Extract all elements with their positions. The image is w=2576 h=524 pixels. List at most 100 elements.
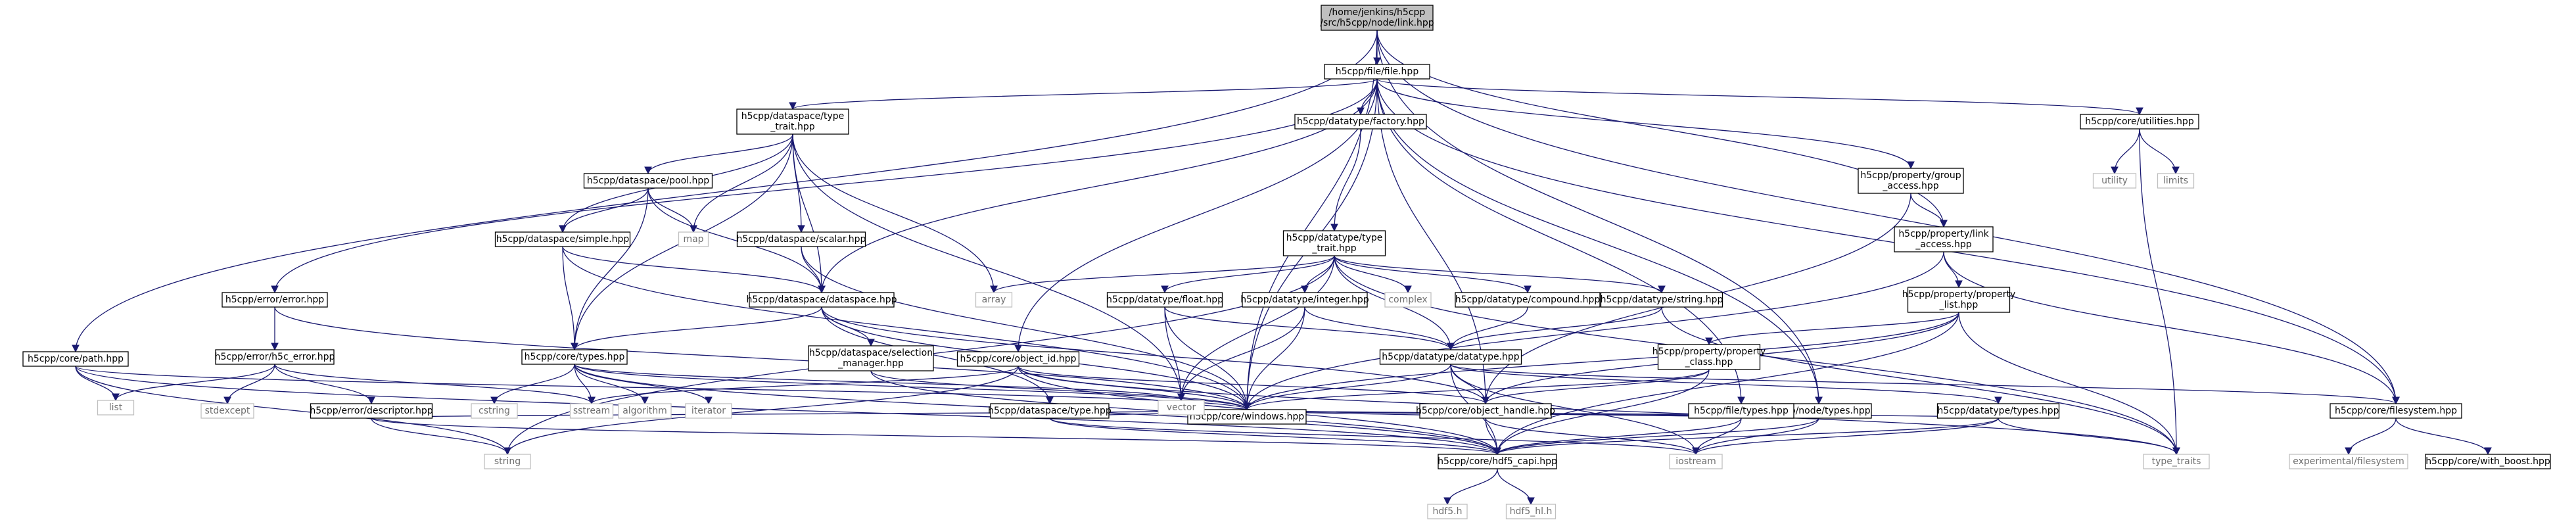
node-label: h5cpp/datatype/compound.hpp bbox=[1455, 295, 1601, 305]
node-path[interactable]: h5cpp/core/path.hpp bbox=[22, 351, 129, 367]
node-label: h5cpp/datatype/factory.hpp bbox=[1297, 116, 1424, 127]
node-label: h5cpp/dataspace/selection bbox=[809, 348, 933, 358]
edge-dataspace-to-dstype bbox=[821, 306, 1054, 405]
node-h5cerror[interactable]: h5cpp/error/h5c_error.hpp bbox=[215, 349, 335, 365]
edge-dstypetrait-to-array bbox=[792, 133, 998, 294]
node-simple[interactable]: h5cpp/dataspace/simple.hpp bbox=[494, 231, 631, 247]
node-box bbox=[1858, 168, 1964, 194]
edge-link-to-windows bbox=[1243, 30, 1378, 411]
node-dstype[interactable]: h5cpp/dataspace/type.hpp bbox=[988, 403, 1112, 419]
node-box bbox=[1455, 292, 1601, 308]
node-label: iterator bbox=[691, 406, 726, 416]
edge-filetypes-to-hdf5capi bbox=[1493, 417, 1742, 456]
node-objectid[interactable]: h5cpp/core/object_id.hpp bbox=[956, 351, 1080, 367]
node-objecthandle[interactable]: h5cpp/core/object_handle.hpp bbox=[1416, 403, 1555, 419]
node-label: h5cpp/core/windows.hpp bbox=[1190, 412, 1305, 422]
node-stdexcept: stdexcept bbox=[200, 403, 254, 419]
node-label: h5cpp/core/types.hpp bbox=[525, 352, 625, 362]
node-label: h5cpp/datatype/datatype.hpp bbox=[1382, 352, 1520, 362]
node-experimental: experimental/filesystem bbox=[2289, 454, 2408, 469]
node-coretypes[interactable]: h5cpp/core/types.hpp bbox=[521, 349, 628, 365]
node-integer[interactable]: h5cpp/datatype/integer.hpp bbox=[1240, 292, 1369, 308]
edge-simple-to-windows bbox=[562, 246, 1251, 411]
edge-objectid-to-objecthandle bbox=[1018, 366, 1489, 405]
edge-dstype-to-hdf5capi bbox=[1049, 417, 1501, 456]
node-box bbox=[685, 403, 732, 419]
node-compound[interactable]: h5cpp/datatype/compound.hpp bbox=[1455, 292, 1601, 308]
node-filesystem[interactable]: h5cpp/core/filesystem.hpp bbox=[2330, 403, 2462, 419]
node-dtfactory[interactable]: h5cpp/datatype/factory.hpp bbox=[1294, 114, 1427, 130]
node-windows[interactable]: h5cpp/core/windows.hpp bbox=[1187, 409, 1307, 425]
node-pool[interactable]: h5cpp/dataspace/pool.hpp bbox=[583, 173, 713, 189]
edge-path-to-windows bbox=[75, 366, 1251, 411]
node-datatype[interactable]: h5cpp/datatype/datatype.hpp bbox=[1379, 349, 1522, 365]
edge-dttypetrait-to-array bbox=[990, 255, 1335, 294]
node-linkaccess[interactable]: h5cpp/property/link_access.hpp bbox=[1894, 226, 1994, 252]
edge-dttypes-to-hdf5capi bbox=[1493, 417, 1999, 456]
node-file[interactable]: h5cpp/file/file.hpp bbox=[1324, 64, 1430, 80]
node-label: h5cpp/property/property bbox=[1902, 289, 2016, 300]
edge-integer-to-datatype bbox=[1304, 306, 1455, 351]
edge-coretypes-to-vector bbox=[574, 364, 1185, 402]
node-label: h5cpp/core/path.hpp bbox=[28, 354, 124, 364]
node-dttypetrait[interactable]: h5cpp/datatype/type_trait.hpp bbox=[1282, 230, 1386, 256]
edge-dttypetrait-to-vector bbox=[1177, 255, 1335, 402]
node-label: h5cpp/datatype/integer.hpp bbox=[1240, 295, 1369, 305]
edge-linkaccess-to-windows bbox=[1243, 251, 1944, 411]
node-dataspace[interactable]: h5cpp/dataspace/dataspace.hpp bbox=[747, 292, 897, 308]
edge-dataspace-to-objecthandle bbox=[821, 306, 1489, 405]
node-dtstring[interactable]: h5cpp/datatype/string.hpp bbox=[1601, 292, 1723, 308]
edge-errorhpp-to-windows bbox=[274, 306, 1251, 411]
node-label: utility bbox=[2101, 176, 2128, 186]
node-withboost[interactable]: h5cpp/core/with_boost.hpp bbox=[2425, 454, 2551, 469]
edge-h5cerror-to-sstream bbox=[274, 364, 596, 405]
edge-dstypetrait-to-dataspace bbox=[792, 133, 826, 294]
node-array: array bbox=[975, 292, 1013, 308]
edge-h5cerror-to-list bbox=[112, 364, 275, 402]
node-filetypes[interactable]: h5cpp/file/types.hpp bbox=[1688, 403, 1794, 419]
node-descriptor[interactable]: h5cpp/error/descriptor.hpp bbox=[310, 403, 433, 419]
edge-filetypes-to-iostream bbox=[1692, 417, 1742, 456]
node-groupaccess[interactable]: h5cpp/property/group_access.hpp bbox=[1858, 168, 1964, 194]
node-box bbox=[1294, 114, 1427, 130]
node-label: h5cpp/error/h5c_error.hpp bbox=[215, 352, 335, 362]
node-dttypes[interactable]: h5cpp/datatype/types.hpp bbox=[1936, 403, 2060, 419]
node-label: string bbox=[494, 456, 521, 467]
node-iterator: iterator bbox=[685, 403, 732, 419]
edge-utilities-to-typetraits bbox=[2139, 128, 2180, 456]
node-selection[interactable]: h5cpp/dataspace/selection_manager.hpp bbox=[808, 345, 934, 371]
edge-groupaccess-to-linkaccess bbox=[1910, 193, 1948, 228]
node-label: h5cpp/core/hdf5_capi.hpp bbox=[1438, 456, 1557, 467]
node-errorhpp[interactable]: h5cpp/error/error.hpp bbox=[222, 292, 328, 308]
edge-descriptor-to-hdf5capi bbox=[371, 417, 1501, 456]
node-box bbox=[2425, 454, 2551, 469]
node-utility: utility bbox=[2092, 173, 2137, 189]
edge-link-to-nodetypes bbox=[1376, 30, 1823, 405]
node-utilities[interactable]: h5cpp/core/utilities.hpp bbox=[2080, 114, 2199, 130]
node-scalar[interactable]: h5cpp/dataspace/scalar.hpp bbox=[737, 231, 866, 247]
node-label: h5cpp/dataspace/type bbox=[741, 111, 845, 122]
node-proplist[interactable]: h5cpp/property/property_list.hpp bbox=[1902, 287, 2016, 313]
node-label: h5cpp/core/utilities.hpp bbox=[2085, 116, 2194, 127]
node-propclass[interactable]: h5cpp/property/property_class.hpp bbox=[1652, 344, 1766, 370]
node-float[interactable]: h5cpp/datatype/float.hpp bbox=[1106, 292, 1223, 308]
edge-dttypetrait-to-complex bbox=[1334, 255, 1412, 294]
edge-float-to-windows bbox=[1164, 306, 1251, 411]
node-box bbox=[1688, 403, 1794, 419]
node-link: /home/jenkins/h5cpp/src/h5cpp/node/link.… bbox=[1320, 5, 1434, 31]
node-label: vector bbox=[1167, 402, 1196, 413]
node-hdf5capi[interactable]: h5cpp/core/hdf5_capi.hpp bbox=[1438, 454, 1557, 469]
node-map: map bbox=[678, 231, 709, 247]
node-limits: limits bbox=[2157, 173, 2195, 189]
node-box bbox=[1242, 292, 1368, 308]
node-label: _trait.hpp bbox=[1311, 243, 1356, 254]
node-dstypetrait[interactable]: h5cpp/dataspace/type_trait.hpp bbox=[736, 108, 849, 135]
edge-proplist-to-typetraits bbox=[1958, 312, 2180, 456]
edge-coretypes-to-iterator bbox=[574, 364, 713, 405]
node-box bbox=[310, 403, 433, 419]
edge-integer-to-windows bbox=[1243, 306, 1305, 411]
edge-float-to-datatype bbox=[1164, 306, 1455, 351]
node-label: cstring bbox=[479, 406, 510, 416]
edge-link-to-filesystem bbox=[1376, 30, 2400, 405]
